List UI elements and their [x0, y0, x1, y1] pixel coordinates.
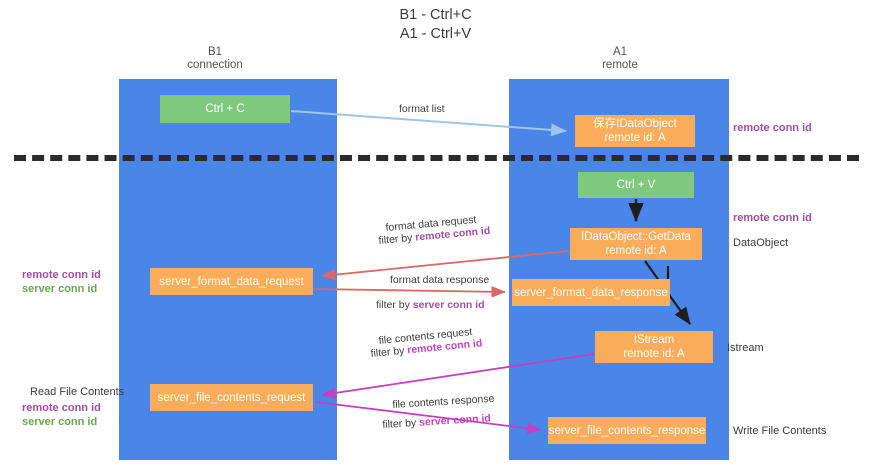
edge-label-file-contents-response: file contents response [392, 392, 495, 411]
filter-prefix: filter by [376, 299, 413, 311]
node-server-format-data-request[interactable]: server_format_data_request [150, 268, 313, 295]
node-save-idataobject-line2: remote id: A [604, 132, 666, 144]
lane-header-a1: A1 remote [545, 46, 695, 72]
edge-format-data-response [313, 286, 506, 298]
annotation-istream: Istream [727, 342, 764, 354]
node-server-format-data-response[interactable]: server_format_data_response [512, 279, 670, 306]
lane-header-b1-role: connection [187, 59, 243, 71]
filter-prefix: filter by [378, 231, 416, 247]
lane-header-b1-name: B1 [207, 46, 223, 58]
edge-label-file-contents-response-filter: filter by server conn id [382, 411, 491, 432]
node-server-file-contents-request[interactable]: server_file_contents_request [150, 384, 313, 411]
annotation-left-conn-ids-mid: remote conn id server conn id [22, 268, 101, 296]
node-istream[interactable]: IStream remote id: A [595, 331, 713, 363]
filter-key-server-conn-id: server conn id [418, 412, 492, 429]
page-title-line-1: B1 - Ctrl+C [399, 7, 472, 23]
node-idataobject-getdata[interactable]: IDataObject::GetData remote id: A [570, 228, 702, 260]
annotation-remote-conn-id-top: remote conn id [733, 122, 812, 134]
node-ctrl-v-label: Ctrl + V [616, 179, 656, 191]
filter-prefix: filter by [370, 344, 408, 360]
node-save-idataobject[interactable]: 保存IDataObject remote id: A [575, 115, 695, 147]
annotation-read-file-contents: Read File Contents [30, 386, 125, 398]
page-title-line-2: A1 - Ctrl+V [399, 26, 472, 42]
annotation-left-server-conn-id-mid: server conn id [22, 283, 98, 295]
annotation-write-file-contents: Write File Contents [733, 425, 827, 437]
node-istream-line1: IStream [633, 334, 675, 346]
node-idataobject-getdata-line1: IDataObject::GetData [581, 231, 691, 243]
lane-header-b1: B1 connection [145, 46, 285, 72]
lane-header-a1-role: remote [602, 59, 638, 71]
annotation-dataobject: DataObject [733, 237, 789, 249]
node-server-file-contents-response-label: server_file_contents_response [548, 424, 706, 437]
edge-label-format-list: format list [399, 103, 445, 115]
node-server-file-contents-response[interactable]: server_file_contents_response [548, 417, 706, 444]
edge-label-format-data-response: format data response [390, 274, 490, 286]
node-server-format-data-request-label: server_format_data_request [159, 275, 304, 288]
node-ctrl-c-label: Ctrl + C [205, 103, 245, 115]
node-istream-line2: remote id: A [623, 348, 685, 360]
node-ctrl-c[interactable]: Ctrl + C [160, 95, 290, 123]
annotation-left-remote-conn-id-bot: remote conn id [22, 402, 101, 414]
edge-label-format-data-response-filter: filter by server conn id [376, 298, 485, 312]
annotation-left-server-conn-id-bot: server conn id [22, 416, 98, 428]
node-save-idataobject-line1: 保存IDataObject [593, 118, 677, 130]
filter-key-server-conn-id: server conn id [412, 299, 485, 311]
annotation-remote-conn-id-mid: remote conn id [733, 212, 812, 224]
node-ctrl-v[interactable]: Ctrl + V [578, 172, 694, 198]
filter-prefix: filter by [382, 416, 420, 431]
phase-divider [14, 155, 859, 161]
node-server-format-data-response-label: server_format_data_response [514, 286, 668, 299]
node-server-file-contents-request-label: server_file_contents_request [157, 391, 306, 404]
lane-header-a1-name: A1 [612, 46, 628, 58]
node-idataobject-getdata-line2: remote id: A [605, 245, 667, 257]
annotation-left-conn-ids-bot: remote conn id server conn id [22, 401, 101, 429]
page-title: B1 - Ctrl+C A1 - Ctrl+V [0, 6, 871, 44]
annotation-left-remote-conn-id-mid: remote conn id [22, 269, 101, 281]
